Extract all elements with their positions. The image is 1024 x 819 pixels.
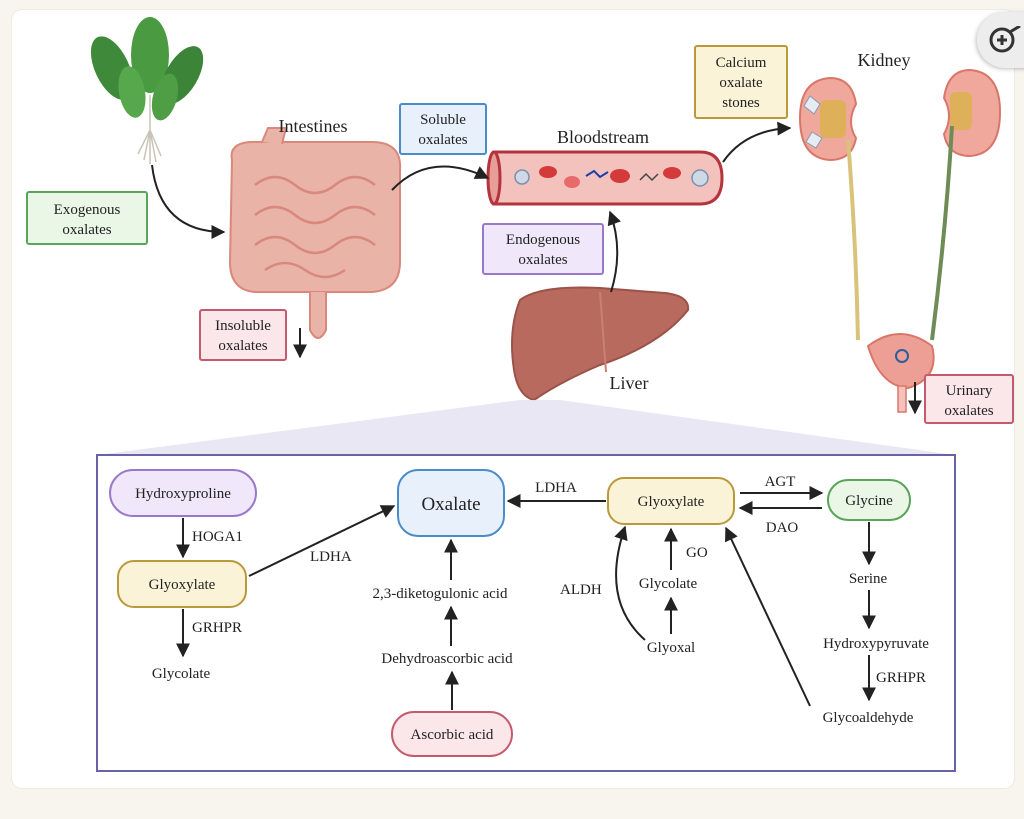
kidney-icon [798,68,1002,341]
hydroxypyruvate-label: Hydroxypyruvate [823,636,929,652]
svg-text:oxalates: oxalates [218,338,267,354]
kidney-label: Kidney [858,50,911,70]
svg-text:Urinary: Urinary [946,383,993,399]
zoom-wedge [97,400,955,455]
exogenous-oxalates-box: Exogenous oxalates [26,191,148,245]
svg-text:Insoluble: Insoluble [215,318,271,334]
enzyme-aldh: ALDH [560,582,602,598]
calcium-oxalate-stones-box: Calcium oxalate stones [694,45,788,119]
enzyme-grhpr-left: GRHPR [192,620,242,636]
arrow-exogenous-to-intestines [151,164,226,239]
svg-text:Glycine: Glycine [845,493,893,509]
enzyme-ldha-top: LDHA [535,480,577,496]
soluble-oxalates-box: Soluble oxalates [399,103,487,155]
enzyme-dao: DAO [766,520,799,536]
svg-text:Exogenous: Exogenous [54,202,121,218]
glycolate-center-label: Glycolate [639,576,698,592]
svg-text:Endogenous: Endogenous [506,232,580,248]
enzyme-go: GO [686,545,708,561]
svg-text:Soluble: Soluble [420,112,466,128]
urinary-oxalates-box: Urinary oxalates [924,374,1014,424]
enzyme-hoga1: HOGA1 [192,529,243,545]
enzyme-ldha-left: LDHA [310,549,352,565]
diketogulonic-acid-label: 2,3-diketogulonic acid [373,586,508,602]
arrow-glycoaldehyde-to-glyoxylate [725,526,811,707]
serine-label: Serine [849,571,888,587]
spinach-icon [90,17,204,164]
svg-text:Calcium: Calcium [716,55,767,71]
oxalate-node: Oxalate [397,469,505,537]
intestines-icon [228,127,402,339]
enzyme-agt: AGT [765,474,796,490]
endogenous-oxalates-box: Endogenous oxalates [482,223,604,275]
svg-text:oxalates: oxalates [944,403,993,419]
svg-text:oxalates: oxalates [418,132,467,148]
svg-text:Glyoxylate: Glyoxylate [149,577,216,593]
liver-icon [511,286,690,402]
glyoxal-label: Glyoxal [647,640,695,656]
arrow-intestines-to-bloodstream [391,165,490,191]
hydroxyproline-node: Hydroxyproline [109,469,257,517]
liver-label: Liver [610,373,649,393]
glycoaldehyde-label: Glycoaldehyde [823,710,914,726]
zoom-in-icon [989,26,1021,53]
arrow-bloodstream-to-kidney [722,121,792,163]
insoluble-oxalates-box: Insoluble oxalates [199,309,287,361]
bladder-icon [866,333,935,413]
ascorbic-acid-node: Ascorbic acid [391,711,513,757]
svg-text:oxalate: oxalate [719,75,763,91]
arrow-liver-to-bloodstream [607,210,621,293]
arrow-glyoxylate-to-oxalate [248,505,396,577]
intestines-label: Intestines [279,116,348,136]
bloodstream-label: Bloodstream [557,127,649,147]
svg-text:oxalates: oxalates [518,252,567,268]
glycine-node: Glycine [827,479,911,521]
svg-text:stones: stones [722,95,760,111]
dehydroascorbic-acid-label: Dehydroascorbic acid [381,651,513,667]
zoom-button[interactable] [977,12,1024,68]
svg-text:oxalates: oxalates [62,222,111,238]
glycolate-left-label: Glycolate [152,666,211,682]
bloodstream-vessel-icon [486,150,724,206]
svg-text:Glyoxylate: Glyoxylate [638,494,705,510]
glyoxylate-center-node: Glyoxylate [607,477,735,525]
enzyme-grhpr-right: GRHPR [876,670,926,686]
svg-text:Ascorbic acid: Ascorbic acid [411,727,494,743]
glyoxylate-left-node: Glyoxylate [117,560,247,608]
svg-text:Oxalate: Oxalate [421,494,480,515]
svg-text:Hydroxyproline: Hydroxyproline [135,486,231,502]
arrow-glyoxal-to-glyoxylate-aldh [614,525,646,641]
